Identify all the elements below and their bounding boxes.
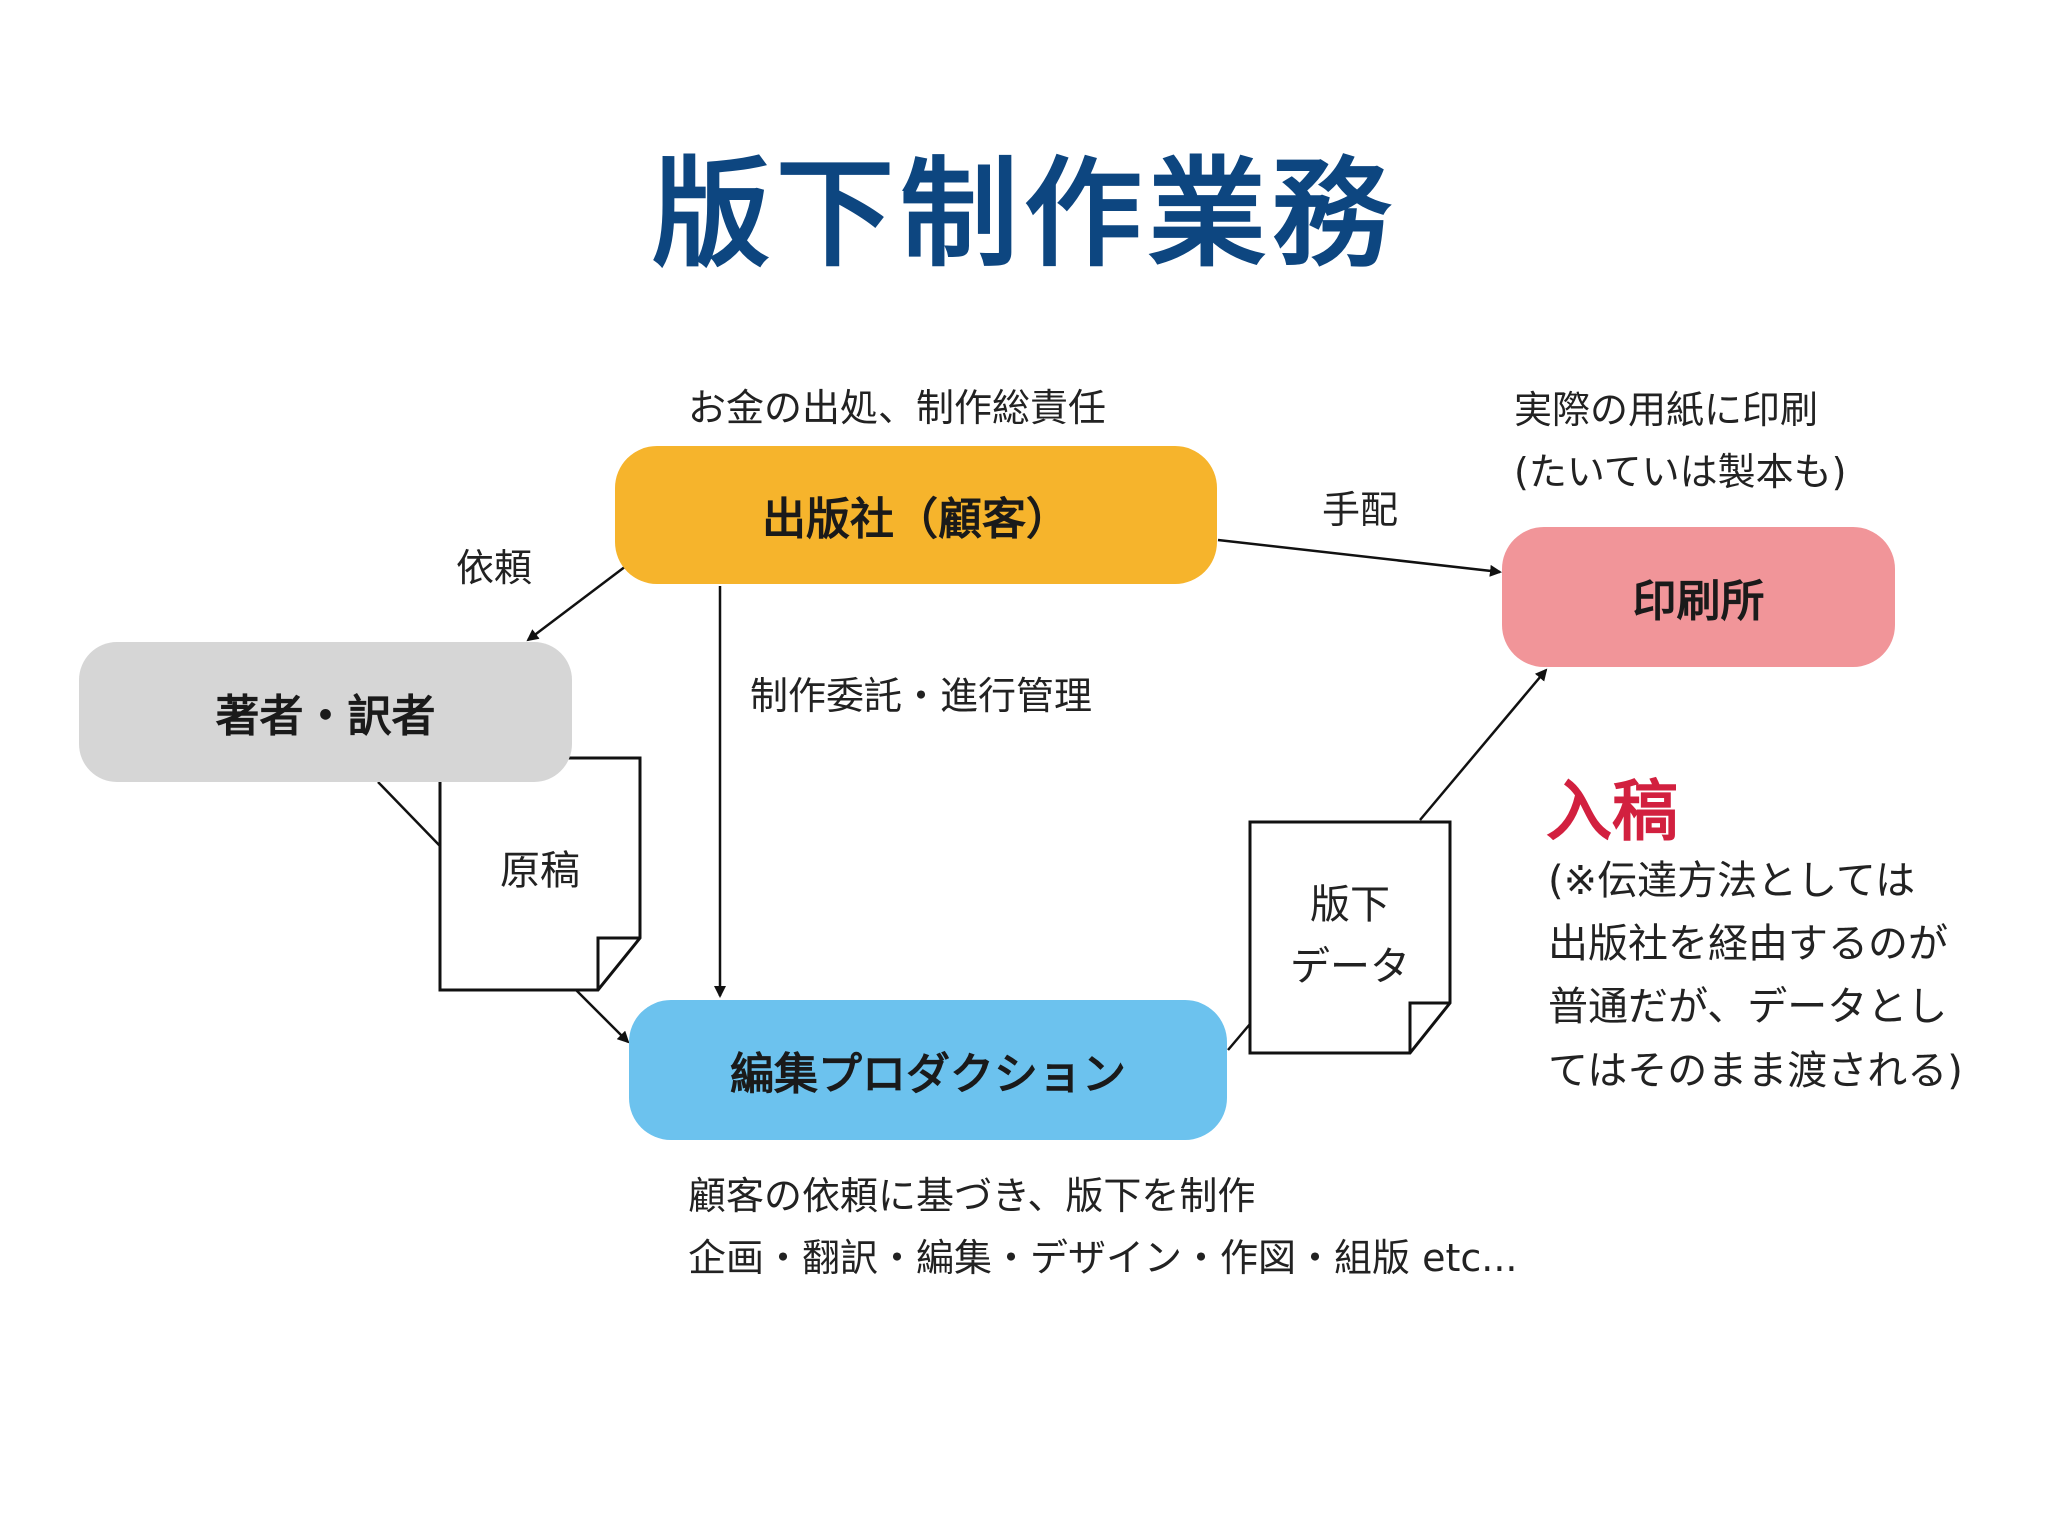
edge-label-commission: 制作委託・進行管理 (750, 674, 1093, 718)
node-production-label: 編集プロダクション (730, 1049, 1126, 1100)
node-publisher: 出版社（顧客） (615, 446, 1217, 584)
arrow-request (526, 565, 627, 642)
arrow-submission (1419, 668, 1548, 821)
printer-role-note-1: 実際の用紙に印刷 (1514, 388, 1819, 432)
camera-ready-label-2: データ (1290, 944, 1410, 990)
camera-ready-label-1: 版下 (1310, 882, 1390, 928)
node-production: 編集プロダクション (629, 1000, 1227, 1140)
node-publisher-label: 出版社（顧客） (762, 494, 1070, 545)
node-author-label: 著者・訳者 (215, 691, 436, 742)
submission-note-line: てはそのまま渡される) (1548, 1047, 1963, 1094)
submission-note: (※伝達方法としては 出版社を経由するのが 普通だが、データとし てはそのまま渡… (1548, 850, 1963, 1103)
edge-label-request: 依頼 (456, 546, 533, 590)
node-printer-label: 印刷所 (1632, 576, 1765, 627)
manuscript-label: 原稿 (500, 848, 580, 894)
node-author: 著者・訳者 (79, 642, 572, 782)
camera-ready-document (1248, 820, 1452, 1055)
node-printer: 印刷所 (1502, 527, 1895, 667)
arrow-arrange (1217, 538, 1502, 577)
arrow-manuscript-production (575, 989, 630, 1044)
production-role-note-1: 顧客の依頼に基づき、版下を制作 (688, 1174, 1256, 1218)
line-author-manuscript (377, 781, 441, 847)
submission-note-line: 普通だが、データとし (1548, 984, 1948, 1031)
production-role-note-2: 企画・翻訳・編集・デザイン・作図・組版 etc... (688, 1236, 1518, 1280)
printer-role-note-2: (たいていは製本も) (1514, 450, 1847, 494)
edge-label-arrange: 手配 (1322, 488, 1399, 532)
submission-note-line: (※伝達方法としては (1548, 858, 1916, 904)
page-title: 版下制作業務 (651, 145, 1396, 283)
publisher-role-note: お金の出処、制作総責任 (688, 386, 1107, 430)
submission-note-line: 出版社を経由するのが (1548, 921, 1948, 968)
line-production-data (1227, 1023, 1251, 1051)
manuscript-document (438, 756, 642, 992)
submission-heading: 入稿 (1546, 773, 1678, 850)
